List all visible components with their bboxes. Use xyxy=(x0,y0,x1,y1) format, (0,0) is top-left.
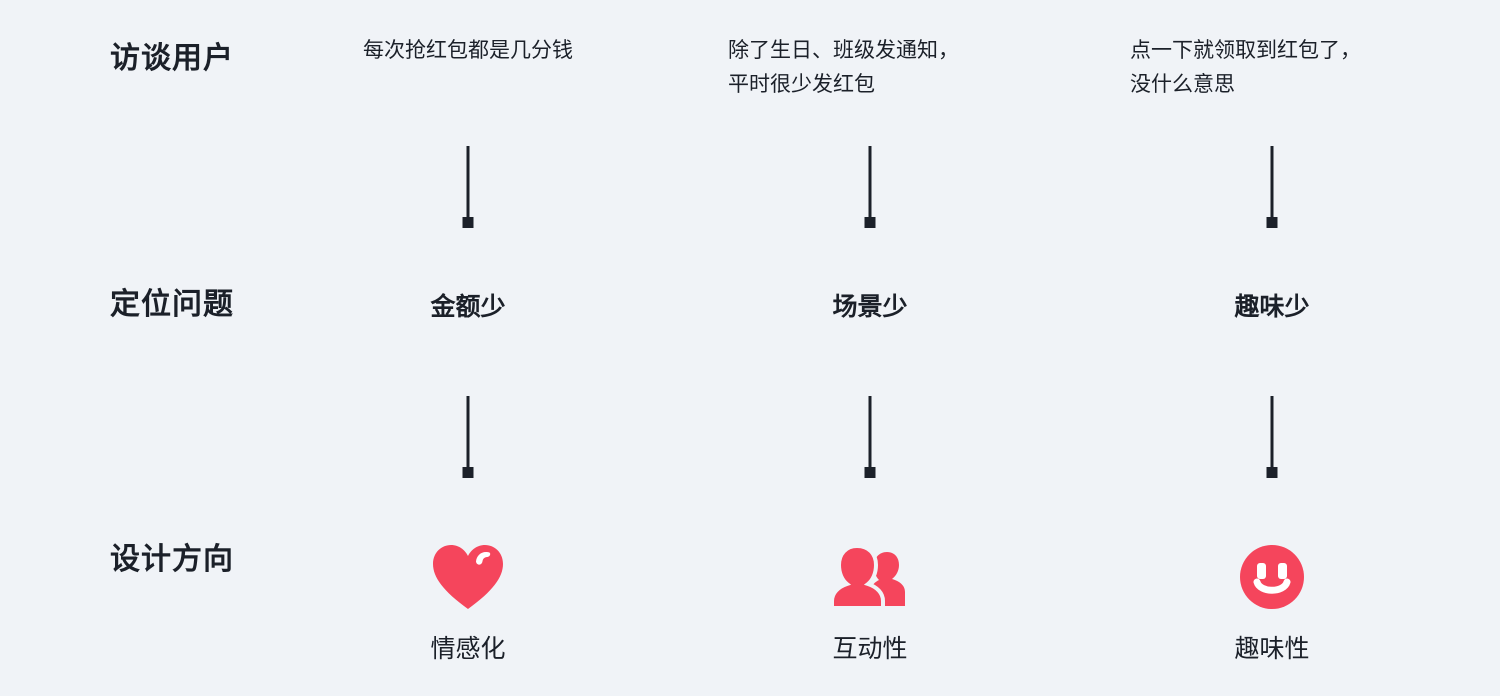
problem-label: 金额少 xyxy=(430,293,506,321)
connector-arrow xyxy=(864,396,876,478)
connector-square-cap xyxy=(864,217,876,228)
connector-square-cap xyxy=(1266,217,1278,228)
connector-square-cap xyxy=(864,467,876,478)
connector-arrow xyxy=(1266,146,1278,228)
connector-arrow xyxy=(864,146,876,228)
flow-column: 除了生日、班级发通知， 平时很少发红包 场景少 互动性 xyxy=(700,0,1040,696)
interview-quote: 点一下就领取到红包了， 没什么意思 xyxy=(1130,39,1361,96)
connector-square-cap xyxy=(462,217,474,228)
problem-label: 趣味少 xyxy=(1234,293,1310,321)
connector-line xyxy=(868,396,872,468)
direction-label: 互动性 xyxy=(832,635,908,663)
direction-cell: 趣味性 xyxy=(1102,536,1442,664)
connector-line xyxy=(1270,146,1274,218)
people-icon xyxy=(700,536,1040,618)
direction-cell: 情感化 xyxy=(298,536,638,664)
connector-line xyxy=(868,146,872,218)
interview-quote: 每次抢红包都是几分钱 xyxy=(363,39,573,62)
row-label-direction: 设计方向 xyxy=(110,543,234,576)
direction-label: 趣味性 xyxy=(1234,635,1310,663)
connector-arrow xyxy=(1266,396,1278,478)
flow-column: 点一下就领取到红包了， 没什么意思 趣味少 趣味性 xyxy=(1102,0,1442,696)
heart-icon xyxy=(298,536,638,618)
row-label-problem: 定位问题 xyxy=(110,288,234,321)
direction-label: 情感化 xyxy=(430,635,506,663)
connector-square-cap xyxy=(462,467,474,478)
direction-cell: 互动性 xyxy=(700,536,1040,664)
problem-label: 场景少 xyxy=(832,293,908,321)
row-label-interview: 访谈用户 xyxy=(110,42,234,75)
connector-arrow xyxy=(462,146,474,228)
connector-line xyxy=(1270,396,1274,468)
connector-arrow xyxy=(462,396,474,478)
flow-column: 每次抢红包都是几分钱 金额少 情感化 xyxy=(298,0,638,696)
connector-square-cap xyxy=(1266,467,1278,478)
interview-quote: 除了生日、班级发通知， 平时很少发红包 xyxy=(728,39,959,96)
smiley-icon xyxy=(1102,536,1442,618)
connector-line xyxy=(466,396,470,468)
connector-line xyxy=(466,146,470,218)
